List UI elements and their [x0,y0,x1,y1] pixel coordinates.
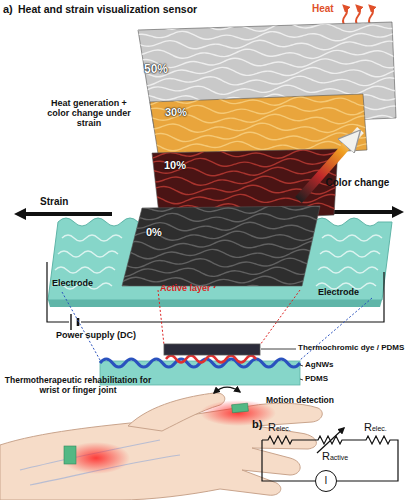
text-label: Thermochromic dye / PDMS [298,344,404,353]
variable-arrow [317,428,344,453]
text-label: b) [252,418,262,430]
substrate-side [48,300,382,307]
sensor-patch [64,446,76,464]
text-label: Heat [312,3,334,14]
battery-plate [77,318,80,326]
text-label: PDMS [305,375,328,384]
strain-percent: 30% [165,106,187,118]
ammeter-circle: I [315,470,337,492]
meter-symbol: I [316,471,336,490]
text-label: Active layer [160,283,211,293]
active-wave [166,356,256,363]
strain-sheet: 0% [120,200,330,292]
sensor-patch [232,403,249,413]
text-label: Motion detection [266,396,334,406]
text-label: Heat generation + color change under str… [44,98,134,128]
text-label: Electrode [52,278,93,288]
strain-percent: 10% [164,159,186,171]
color-change-arrow [299,130,361,200]
text-label: Power supply (DC) [56,330,136,340]
thermochromic-layer [164,344,260,355]
text-label: Electrode [318,287,359,297]
strain-percent: 50% [144,62,168,76]
sheet-outline [120,200,330,292]
strain-arrow [20,212,112,216]
text-label: Ractive [322,450,348,462]
text-label: Relec. [364,421,387,433]
text-label: Thermotherapeutic rehabilitation for wri… [3,376,153,395]
text-label: AgNWs [305,361,333,370]
heat-glow [200,400,276,426]
strain-percent: 0% [146,226,162,238]
panel-title: Heat and strain visualization sensor [18,4,197,16]
heat-glow [62,442,130,474]
edge-label: Color change [325,177,389,188]
veins [20,440,180,485]
text-label: Relec. [268,421,291,433]
battery-plate [70,314,71,330]
text-label: Strain [40,196,68,207]
motion-arrow [214,387,240,393]
leader-lines [261,349,303,380]
text-label: a) [3,3,13,15]
